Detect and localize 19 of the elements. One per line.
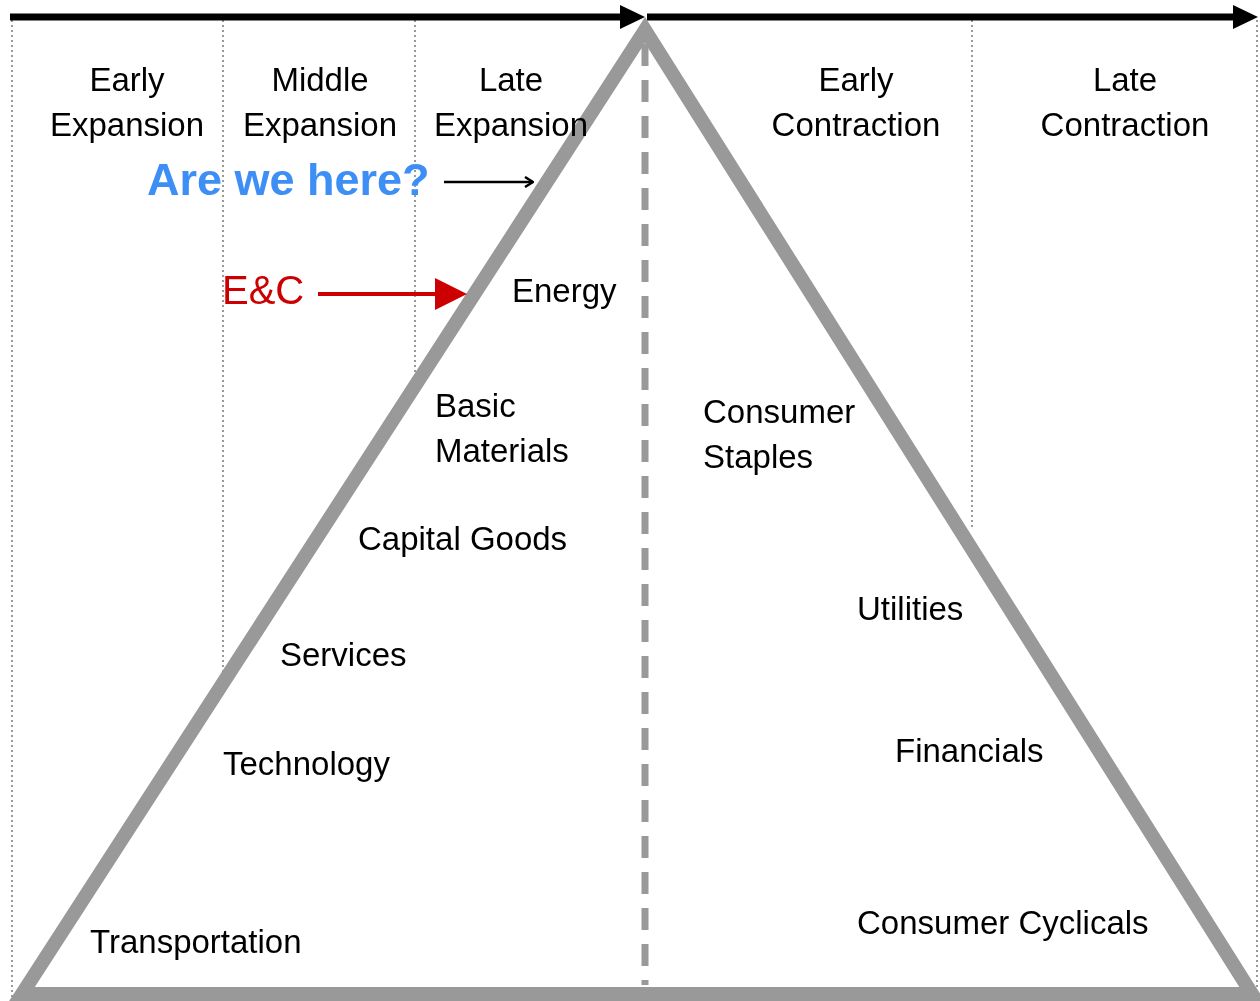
sector-label: Energy [512,271,618,311]
arrow [318,278,467,310]
phase-label: Middle Expansion [241,60,399,145]
phase-label: Late Expansion [432,60,590,145]
sector-label: Technology [223,744,390,784]
sector-abbreviation: E&C [222,268,305,312]
phase-label: Early Expansion [48,60,206,145]
sector-label: Basic Materials [435,386,570,471]
phase-label: Early Contraction [770,60,942,145]
question-text: Are we here? [147,155,430,205]
sector-label: Consumer Staples [703,392,857,477]
sector-label: Capital Goods [358,519,568,559]
sector-label: Financials [895,731,1044,771]
sector-label: Consumer Cyclicals [857,903,1149,943]
sector-label: Services [280,635,407,675]
phase-label: Late Contraction [1039,60,1211,145]
sector-label: Transportation [90,922,302,962]
arrow [444,175,535,189]
sector-label: Utilities [857,589,964,629]
